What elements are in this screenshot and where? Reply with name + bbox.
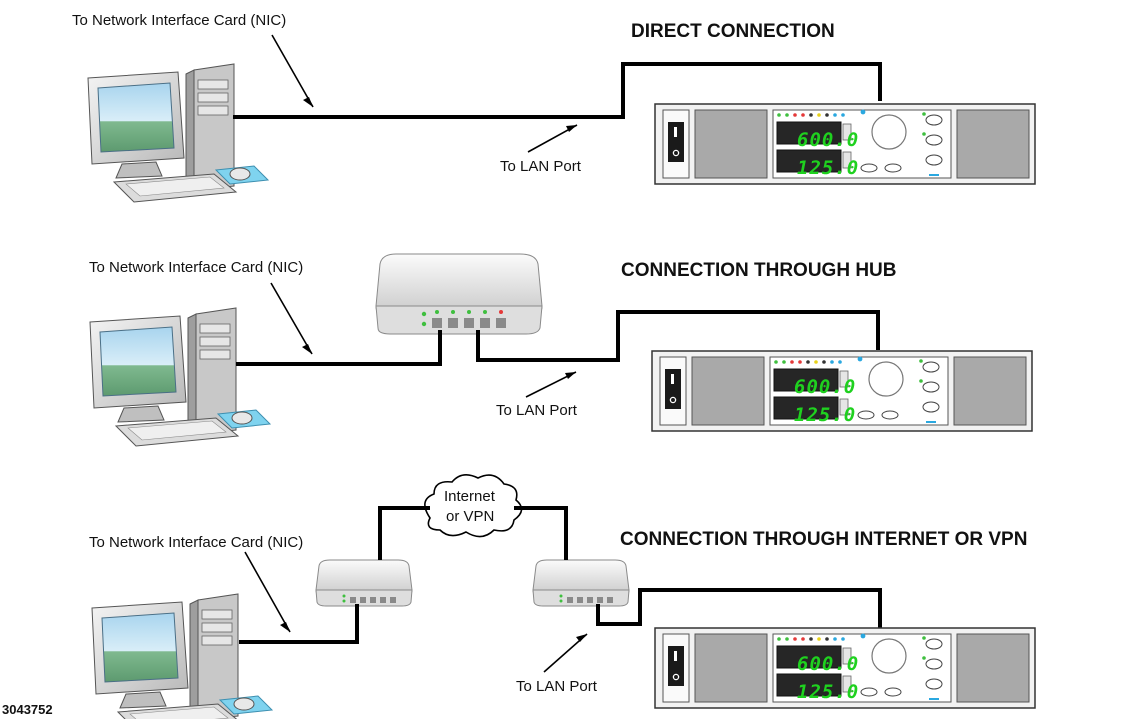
lan-label: To LAN Port — [516, 678, 598, 695]
section-heading: CONNECTION THROUGH INTERNET OR VPN — [620, 529, 1027, 550]
cloud-label-line2: or VPN — [446, 508, 494, 525]
section-heading: CONNECTION THROUGH HUB — [621, 260, 897, 281]
display-bottom-value: 125.0 — [797, 157, 859, 179]
nic-label: To Network Interface Card (NIC) — [89, 259, 303, 276]
nic-label: To Network Interface Card (NIC) — [89, 534, 303, 551]
computer-icon — [89, 307, 271, 447]
section-hub: To Network Interface Card (NIC) CONNECTI… — [89, 253, 1033, 447]
cloud-label-line1: Internet — [444, 488, 496, 505]
section-internet: To Network Interface Card (NIC) CONNECTI… — [89, 474, 1036, 719]
ethernet-cable-pc-hub — [239, 604, 359, 644]
computer-icon — [91, 593, 273, 719]
hub-icon — [532, 559, 630, 607]
lan-label: To LAN Port — [496, 402, 578, 419]
ethernet-cable-hub-cloud — [378, 506, 430, 560]
display-bottom-value: 125.0 — [797, 681, 859, 703]
display-top-value: 600.0 — [794, 376, 856, 398]
nic-arrow — [244, 551, 291, 633]
display-top-value: 600.0 — [797, 129, 859, 151]
section-direct: To Network Interface Card (NIC) DIRECT C… — [72, 12, 1036, 203]
nic-arrow — [270, 282, 313, 355]
display-top-value: 600.0 — [797, 653, 859, 675]
ethernet-cable-cloud-hub — [514, 506, 568, 560]
hub-icon — [315, 559, 413, 607]
display-bottom-value: 125.0 — [794, 404, 856, 426]
hub-icon — [375, 253, 543, 335]
nic-arrow — [271, 34, 314, 108]
nic-label: To Network Interface Card (NIC) — [72, 12, 286, 29]
computer-icon — [87, 63, 269, 203]
cloud-icon — [424, 474, 523, 538]
section-heading: DIRECT CONNECTION — [631, 21, 835, 42]
lan-label: To LAN Port — [500, 158, 582, 175]
ethernet-cable — [233, 62, 882, 119]
ethernet-cable-hub-device — [596, 588, 882, 628]
ethernet-cable-hub-device — [476, 310, 880, 362]
ethernet-cable-pc-hub — [236, 330, 442, 366]
figure-id: 3043752 — [2, 702, 53, 717]
